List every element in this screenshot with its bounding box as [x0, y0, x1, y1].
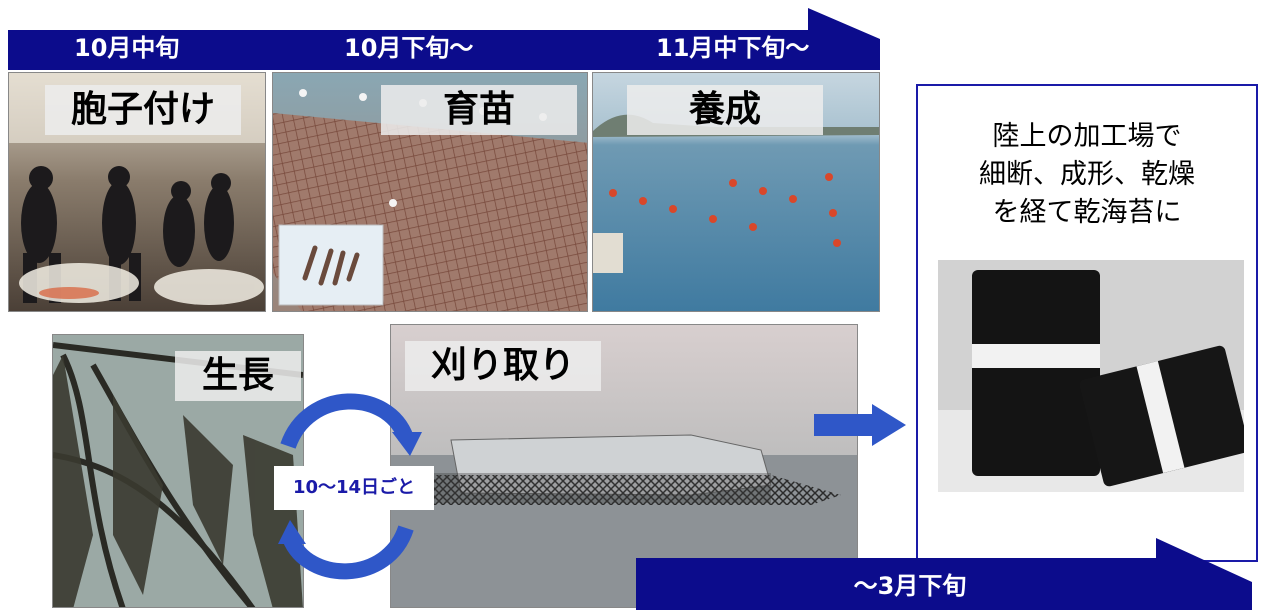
spore-attachment-photo: 胞子付け	[8, 72, 266, 312]
timeline-stage-label: 11月中下旬～	[656, 34, 810, 62]
timeline-stage-label: 10月下旬～	[344, 34, 474, 62]
growth-photo: 生長	[52, 334, 304, 608]
harvest-label: 刈り取り	[405, 341, 601, 391]
culture-label: 養成	[627, 85, 823, 135]
processing-description: 陸上の加工場で 細断、成形、乾燥 を経て乾海苔に	[918, 118, 1256, 232]
processing-line: 陸上の加工場で	[992, 121, 1182, 152]
processing-box: 陸上の加工場で 細断、成形、乾燥 を経て乾海苔に	[916, 84, 1258, 562]
arrow-head-icon	[278, 520, 306, 544]
arrow-head-icon	[392, 432, 422, 456]
nursery-photo: 育苗	[272, 72, 588, 312]
timeline-arrow	[8, 8, 880, 70]
harvest-period-label: ～3月下旬	[853, 572, 967, 600]
nursery-label: 育苗	[381, 85, 577, 135]
cycle-interval-label: 10～14日ごと	[274, 466, 434, 510]
growth-label: 生長	[175, 351, 301, 401]
dried-nori-photo	[938, 260, 1244, 492]
spore-attachment-label: 胞子付け	[45, 85, 241, 135]
timeline-stage-label: 10月中旬	[74, 34, 180, 62]
processing-line: を経て乾海苔に	[992, 197, 1182, 228]
harvest-period-arrow	[636, 538, 1252, 610]
to-processing-arrow-icon	[814, 404, 906, 446]
processing-line: 細断、成形、乾燥	[979, 159, 1195, 190]
cycle-arrows	[278, 393, 422, 580]
culture-photo: 養成	[592, 72, 880, 312]
